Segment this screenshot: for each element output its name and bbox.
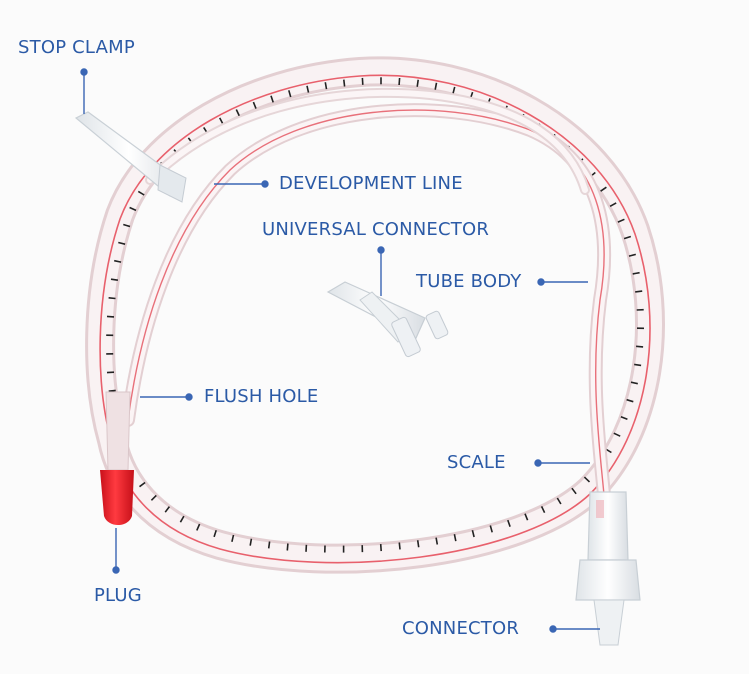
scale-tick bbox=[630, 381, 638, 385]
scale-tick bbox=[324, 82, 328, 90]
scale-tick bbox=[213, 530, 217, 538]
label-stop-clamp: STOP CLAMP bbox=[18, 37, 135, 58]
scale-tick bbox=[620, 415, 628, 420]
scale-tick bbox=[632, 271, 640, 275]
scale-tick bbox=[286, 543, 289, 551]
scale-tick bbox=[398, 542, 401, 550]
scale-tick bbox=[164, 506, 171, 513]
tube-body-loop-inner bbox=[88, 59, 662, 571]
scale-tick bbox=[613, 432, 621, 437]
scale-tick bbox=[137, 190, 145, 196]
scale-tick bbox=[435, 537, 439, 545]
stop-clamp-part bbox=[74, 111, 187, 203]
label-tube-body: TUBE BODY bbox=[416, 271, 522, 292]
scale-tick bbox=[108, 297, 116, 300]
scale-tick bbox=[556, 497, 562, 505]
scale-tick bbox=[609, 202, 617, 207]
leader-lines bbox=[80, 68, 600, 633]
scale-tick bbox=[416, 540, 420, 548]
scale-tick bbox=[114, 259, 122, 263]
scale-tick bbox=[267, 541, 271, 549]
scale-tick bbox=[270, 95, 274, 103]
scale-tick bbox=[288, 90, 292, 98]
label-plug: PLUG bbox=[94, 585, 142, 606]
universal-connector-part bbox=[326, 281, 449, 358]
leader-dot-universal-connector bbox=[377, 246, 385, 254]
connector-part bbox=[575, 491, 641, 646]
scale-tick bbox=[179, 515, 185, 523]
scale-tick bbox=[118, 241, 126, 245]
scale-tick bbox=[434, 82, 438, 90]
scale-tick bbox=[108, 389, 116, 392]
scale-tick bbox=[623, 235, 632, 240]
tube-inner-strand-red bbox=[127, 109, 605, 496]
scale-tick bbox=[583, 476, 591, 483]
leader-dot-connector bbox=[549, 625, 557, 633]
scale-tick bbox=[571, 487, 577, 495]
plug-part bbox=[100, 391, 134, 525]
scale-tick bbox=[507, 519, 511, 527]
scale-tick bbox=[540, 506, 546, 514]
scale-tick bbox=[106, 315, 115, 318]
scale-tick bbox=[416, 79, 419, 87]
scale-tick bbox=[471, 530, 475, 538]
label-connector: CONNECTOR bbox=[402, 618, 520, 639]
scale-tick bbox=[398, 77, 401, 86]
scale-tick bbox=[196, 523, 201, 531]
scale-tick bbox=[453, 534, 457, 542]
scale-tick bbox=[626, 398, 634, 403]
scale-tick bbox=[489, 525, 493, 533]
scale-tick bbox=[218, 117, 224, 125]
scale-tick bbox=[635, 290, 643, 293]
leader-dot-flush-hole bbox=[185, 393, 193, 401]
scale-tick bbox=[634, 363, 642, 367]
label-flush-hole: FLUSH HOLE bbox=[204, 386, 319, 407]
scale-tick bbox=[524, 513, 529, 521]
label-scale: SCALE bbox=[447, 452, 506, 473]
scale-tick bbox=[129, 206, 137, 212]
label-development-line: DEVELOPMENT LINE bbox=[279, 173, 463, 194]
leader-dot-scale bbox=[534, 459, 542, 467]
scale-tick bbox=[343, 79, 346, 87]
scale-tick bbox=[150, 494, 157, 501]
label-universal-connector: UNIVERSAL CONNECTOR bbox=[262, 219, 490, 240]
leader-dot-tube-body bbox=[537, 278, 545, 286]
scale-tick bbox=[123, 223, 131, 228]
leader-dot-development-line bbox=[261, 180, 269, 188]
scale-tick bbox=[628, 253, 636, 257]
scale-tick bbox=[617, 218, 625, 223]
leader-dot-stop-clamp bbox=[80, 68, 88, 76]
scale-tick bbox=[452, 86, 456, 94]
scale-tick bbox=[306, 85, 310, 93]
scale-tick bbox=[636, 345, 644, 348]
scale-tick bbox=[252, 101, 257, 109]
scale-tick bbox=[231, 534, 235, 542]
scale-tick bbox=[379, 544, 382, 552]
tube-upper-strand-core bbox=[147, 89, 588, 193]
scale-tick bbox=[600, 186, 607, 192]
development-line-stripe bbox=[99, 74, 651, 564]
scale-tick bbox=[110, 278, 119, 281]
scale-tick bbox=[235, 109, 241, 117]
scale-tick bbox=[249, 538, 253, 546]
scale-tick bbox=[139, 481, 146, 488]
leader-dot-plug bbox=[112, 566, 120, 574]
